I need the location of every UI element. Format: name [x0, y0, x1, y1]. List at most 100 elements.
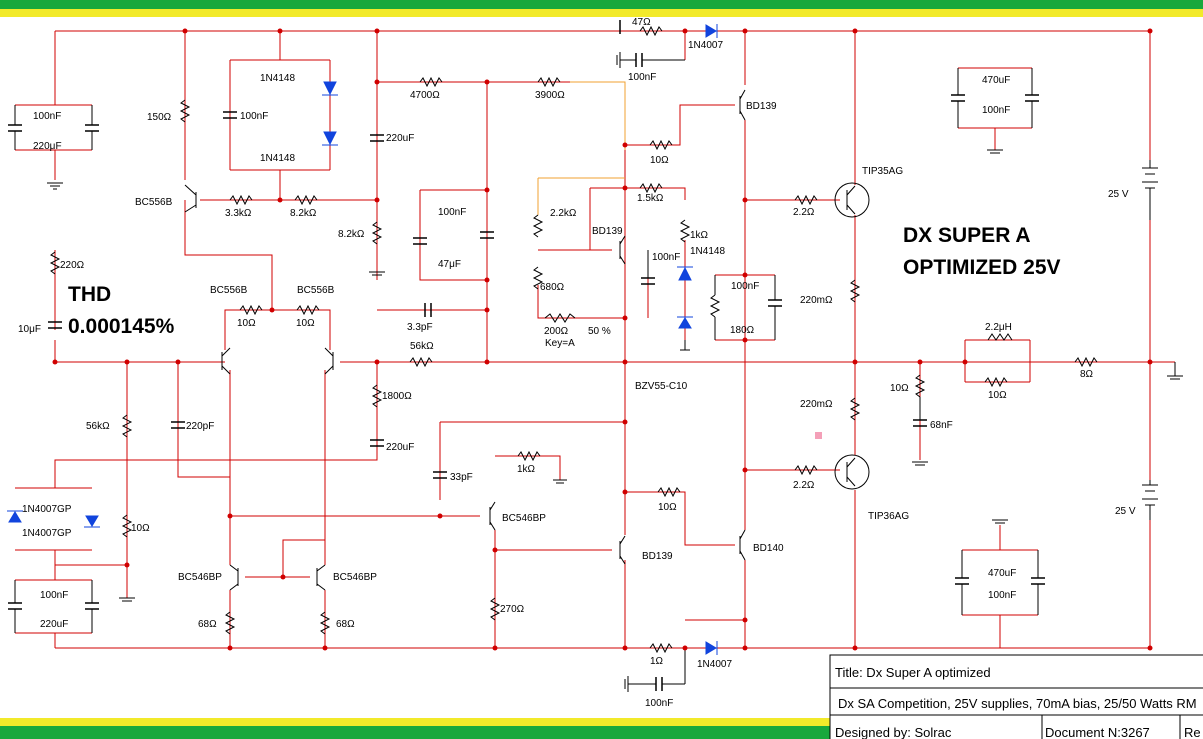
- label-c220-bot: 220uF: [386, 442, 414, 453]
- label-c33p: 33pF: [450, 472, 473, 483]
- junction-dots: [52, 28, 1153, 651]
- label-c220-topleft: 220μF: [33, 141, 62, 152]
- label-c68: 68nF: [930, 420, 953, 431]
- label-r180: 180Ω: [730, 325, 755, 336]
- label-r2-2-bot: 2.2Ω: [793, 480, 815, 491]
- marker-square: [815, 432, 822, 439]
- label-c100-bot: 100nF: [645, 698, 673, 709]
- wires: [15, 30, 1175, 649]
- label-r4700: 4700Ω: [410, 90, 440, 101]
- label-r1k5: 1.5kΩ: [637, 193, 664, 204]
- label-c100-mid: 100nF: [731, 281, 759, 292]
- label-r220m-top: 220mΩ: [800, 295, 833, 306]
- label-r3k3: 3.3kΩ: [225, 208, 252, 219]
- label-c220p: 220pF: [186, 421, 214, 432]
- label-r2-2-top: 2.2Ω: [793, 207, 815, 218]
- label-c47: 47μF: [438, 259, 461, 270]
- label-bc556-b: BC556B: [297, 285, 335, 296]
- label-bd140: BD140: [753, 543, 784, 554]
- label-r8k2b: 8.2kΩ: [338, 229, 365, 240]
- label-r1k-b: 1kΩ: [517, 464, 536, 475]
- label-d1n4007-bot: 1N4007: [697, 659, 732, 670]
- label-c100-inner: 100nF: [240, 111, 268, 122]
- label-bzv: BZV55-C10: [635, 381, 688, 392]
- label-r8k2a: 8.2kΩ: [290, 208, 317, 219]
- label-r10-a: 10Ω: [237, 318, 256, 329]
- label-r270: 270Ω: [500, 604, 525, 615]
- title-block: Title: Dx Super A optimized Dx SA Compet…: [829, 654, 1203, 739]
- label-bd139-top: BD139: [746, 101, 777, 112]
- label-c100-top: 100nF: [628, 72, 656, 83]
- top-green-bar: [0, 0, 1203, 9]
- label-bc546-l: BC546BP: [178, 572, 222, 583]
- title-block-designed: Designed by: Solrac: [835, 725, 952, 739]
- label-r56k-fb: 56kΩ: [410, 341, 434, 352]
- label-c470-bot: 470uF: [988, 568, 1016, 579]
- label-pot-key: Key=A: [545, 338, 575, 349]
- title-block-description: Dx SA Competition, 25V supplies, 70mA bi…: [838, 696, 1197, 711]
- label-r3900: 3900Ω: [535, 90, 565, 101]
- label-bd139-bot: BD139: [642, 551, 673, 562]
- label-c3p3: 3.3pF: [407, 322, 433, 333]
- label-r68-b: 68Ω: [336, 619, 355, 630]
- label-c100-br: 100nF: [988, 590, 1016, 601]
- label-c220-mid: 220uF: [386, 133, 414, 144]
- cap-leads: [14, 59, 1039, 685]
- label-tip35: TIP35AG: [862, 166, 903, 177]
- label-c100-topleft: 100nF: [33, 111, 61, 122]
- label-c470-top: 470uF: [982, 75, 1010, 86]
- headline-line2: OPTIMIZED 25V: [903, 256, 1061, 279]
- label-pot-pct: 50 %: [588, 326, 611, 337]
- label-r10-top: 10Ω: [650, 155, 669, 166]
- label-d1n4148-a: 1N4148: [260, 73, 295, 84]
- resistors: [49, 25, 1098, 654]
- label-c10u: 10μF: [18, 324, 41, 335]
- component-labels: 47Ω 1N4007 100nF 100nF 220μF 1N4148 100n…: [18, 17, 1136, 709]
- label-c100-bl: 100nF: [40, 590, 68, 601]
- label-r10-l: 10Ω: [988, 390, 1007, 401]
- label-bc546-r: BC546BP: [333, 572, 377, 583]
- bottom-yellow-bar: [0, 718, 830, 726]
- label-r10-bot: 10Ω: [658, 502, 677, 513]
- label-r56k-in: 56kΩ: [86, 421, 110, 432]
- thd-value: 0.000145%: [68, 315, 175, 338]
- label-tip36: TIP36AG: [868, 511, 909, 522]
- headline-line1: DX SUPER A: [903, 224, 1031, 247]
- label-r1800: 1800Ω: [382, 391, 412, 402]
- label-r150: 150Ω: [147, 112, 172, 123]
- label-bd139-vbe: BD139: [592, 226, 623, 237]
- top-yellow-bar: [0, 9, 1203, 17]
- label-l2u2: 2.2μH: [985, 322, 1012, 333]
- label-d4007gp-a: 1N4007GP: [22, 504, 72, 515]
- title-block-revision: Re: [1184, 725, 1201, 739]
- label-d1n4148-b: 1N4148: [260, 153, 295, 164]
- label-r1-bot: 1Ω: [650, 656, 664, 667]
- label-r220m-bot: 220mΩ: [800, 399, 833, 410]
- label-bc556-a: BC556B: [210, 285, 248, 296]
- misc-symbols: [47, 52, 1183, 692]
- title-block-document: Document N:3267: [1045, 725, 1150, 739]
- label-r10-b: 10Ω: [296, 318, 315, 329]
- label-r2k2: 2.2kΩ: [550, 208, 577, 219]
- label-bc546-mid: BC546BP: [502, 513, 546, 524]
- label-r47: 47Ω: [632, 17, 651, 28]
- label-d1n4148-c: 1N4148: [690, 246, 725, 257]
- label-c100-box: 100nF: [438, 207, 466, 218]
- label-r10-z: 10Ω: [890, 383, 909, 394]
- label-c100-vbe: 100nF: [652, 252, 680, 263]
- title-block-title: Title: Dx Super A optimized: [835, 665, 991, 680]
- label-r220: 220Ω: [60, 260, 85, 271]
- label-c100-tr: 100nF: [982, 105, 1010, 116]
- label-r680: 680Ω: [540, 282, 565, 293]
- bias-wires: [537, 81, 626, 215]
- thd-label: THD: [68, 283, 111, 306]
- label-v25-top: 25 V: [1108, 189, 1129, 200]
- transistors: [184, 89, 870, 591]
- label-d4007gp-b: 1N4007GP: [22, 528, 72, 539]
- label-r68-a: 68Ω: [198, 619, 217, 630]
- label-bc556-left: BC556B: [135, 197, 173, 208]
- label-pot200: 200Ω: [544, 326, 569, 337]
- label-c220-bl: 220uF: [40, 619, 68, 630]
- label-v25-bot: 25 V: [1115, 506, 1136, 517]
